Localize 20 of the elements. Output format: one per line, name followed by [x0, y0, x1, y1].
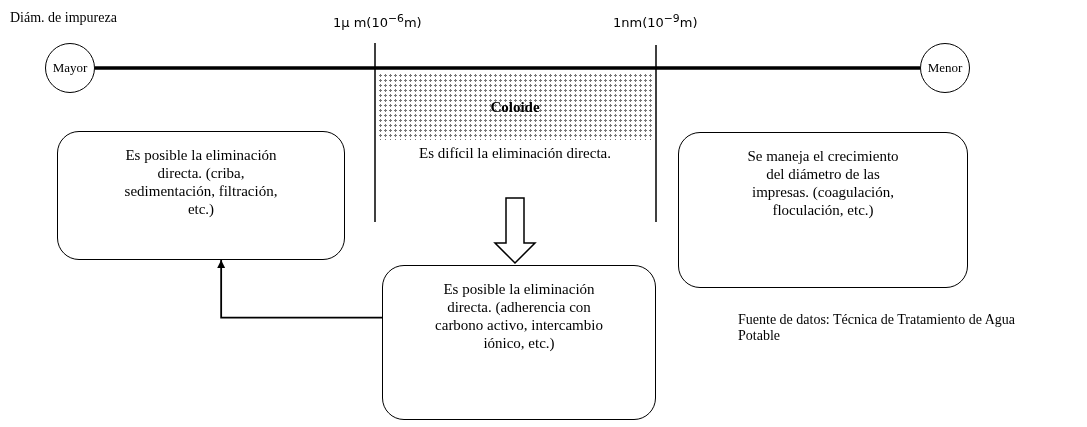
circle-label: Menor: [927, 60, 963, 76]
box-text: Es posible la eliminación directa. (criba, sedimentación, filtración, etc.): [123, 146, 279, 218]
scale-value: 1nm(10$^{−9}$m): [613, 12, 698, 31]
colloid-band: [378, 73, 652, 140]
source-note: Fuente de datos: Técnica de Tratamiento de Agua Potable: [738, 312, 1016, 344]
process-box: [382, 265, 656, 420]
box-text: Es posible la eliminación directa. (adherencia con carbono activo, intercambio iónico, etc.): [434, 280, 604, 352]
process-box: [57, 131, 345, 260]
box-text: Se maneja el crecimiento del diámetro de las impresas. (coagulación, floculación, etc.): [746, 147, 900, 219]
circle-label: Mayor: [52, 60, 88, 76]
hollow-arrow: [493, 197, 537, 265]
scale-line: [95, 66, 920, 70]
arrow: [217, 259, 383, 319]
note-text: Es difícil la eliminación directa.: [419, 144, 611, 162]
scale-value: 1μ m(10$^{−6}$m): [333, 12, 422, 31]
scale-end-circle: [45, 43, 95, 93]
axis-title: Diám. de impureza: [10, 10, 117, 26]
process-box: [678, 132, 968, 288]
scale-end-circle: [920, 43, 970, 93]
band-label: Coloide: [490, 97, 540, 116]
